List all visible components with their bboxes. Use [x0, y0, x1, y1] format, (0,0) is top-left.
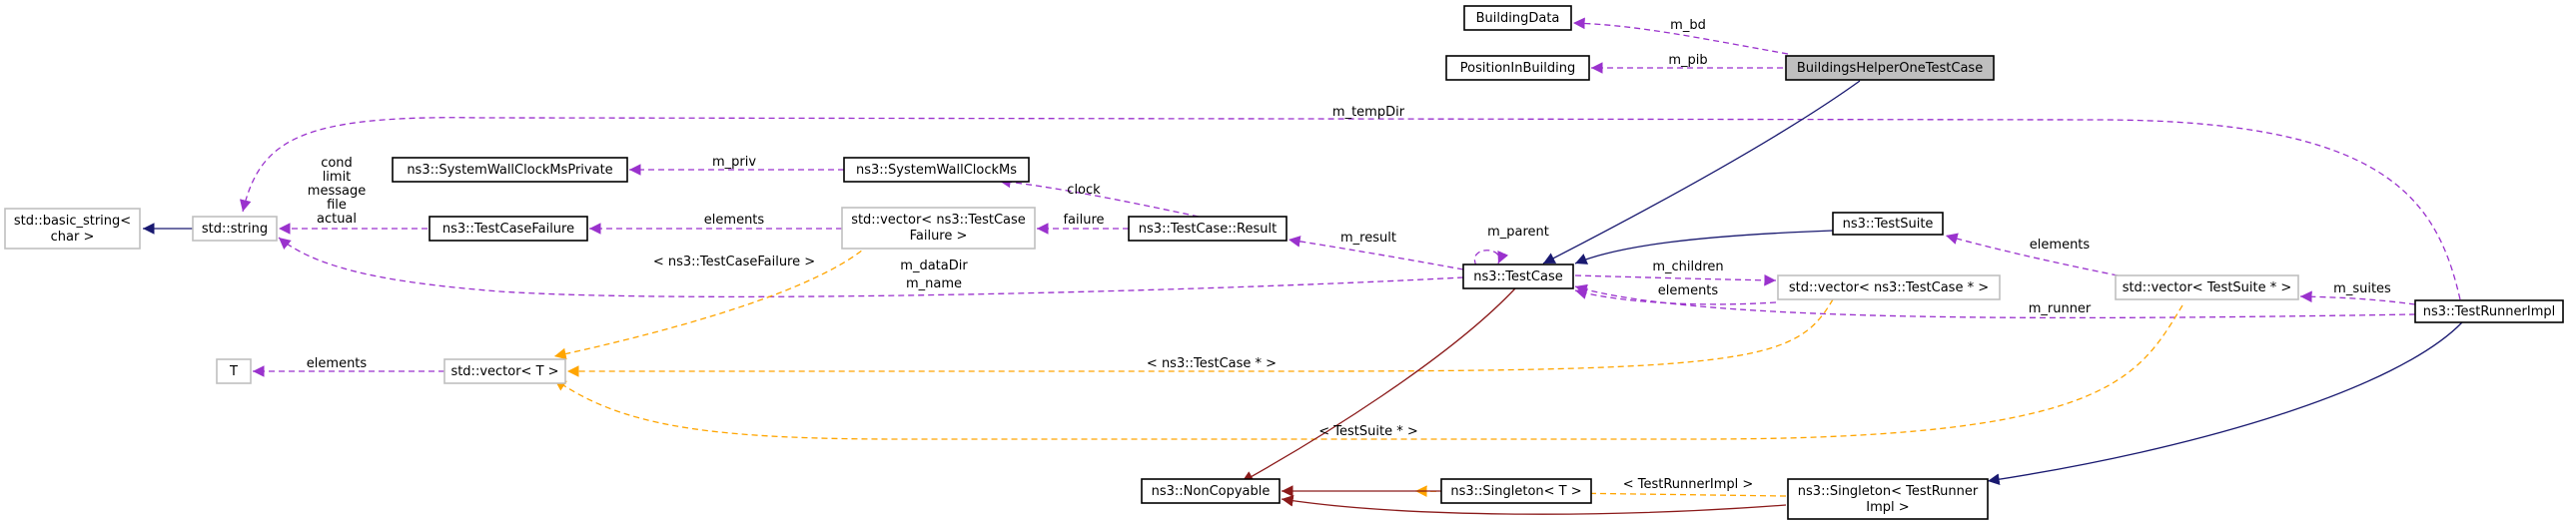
- edge-label-m-children: m_children: [1652, 260, 1723, 274]
- node-label: BuildingData: [1476, 11, 1560, 26]
- node-buildings-helper-one-test-case[interactable]: BuildingsHelperOneTestCase: [1785, 55, 1995, 81]
- node-label: PositionInBuilding: [1460, 61, 1575, 76]
- edge-label-string-member: limit: [323, 170, 352, 185]
- node-std-string[interactable]: std::string: [192, 216, 278, 242]
- edge-label-m-result: m_result: [1340, 231, 1396, 246]
- node-vector-test-case-failure[interactable]: std::vector< ns3::TestCase Failure >: [841, 207, 1036, 250]
- edge-label-m-runner: m_runner: [2029, 301, 2092, 316]
- node-singleton-t[interactable]: ns3::Singleton< T >: [1440, 478, 1592, 504]
- node-label: std::basic_string<: [14, 214, 131, 229]
- edge-m-bd: [1572, 17, 1789, 55]
- node-label: ns3::TestSuite: [1843, 217, 1934, 232]
- edge-labels: m_bd m_pib m_tempDir cond limit message …: [307, 18, 2391, 492]
- node-system-wall-clock-ms-private[interactable]: ns3::SystemWallClockMsPrivate: [392, 157, 628, 183]
- edge-m-result: [1288, 236, 1464, 270]
- edge-tmpl-test-case-failure: [553, 244, 870, 360]
- edge-label-string-member: message: [308, 184, 366, 199]
- edge-label-elements-failure: elements: [704, 213, 765, 228]
- node-label: ns3::Singleton< T >: [1450, 484, 1581, 499]
- node-vector-test-case-ptr[interactable]: std::vector< ns3::TestCase * >: [1777, 274, 2001, 300]
- edge-tmpl-test-runner-impl: [1414, 485, 1787, 498]
- node-test-case[interactable]: ns3::TestCase: [1462, 263, 1574, 289]
- edge-label-string-member: actual: [317, 212, 357, 227]
- edge-m-datadir-name: [278, 237, 1464, 298]
- node-system-wall-clock-ms[interactable]: ns3::SystemWallClockMs: [843, 157, 1030, 183]
- edge-label-elements-t: elements: [307, 356, 368, 371]
- node-building-data[interactable]: BuildingData: [1463, 5, 1572, 31]
- edge-label-failure: failure: [1063, 213, 1104, 228]
- nodes: BuildingData PositionInBuilding Building…: [4, 5, 2564, 520]
- node-vector-t[interactable]: std::vector< T >: [443, 358, 566, 384]
- edge-label-m-parent: m_parent: [1487, 225, 1549, 240]
- edge-m-suites: [2299, 290, 2416, 305]
- node-label: std::vector< T >: [450, 364, 558, 379]
- node-label: T: [229, 364, 238, 379]
- node-label: ns3::TestCaseFailure: [442, 222, 574, 237]
- edge-m-children: [1574, 273, 1777, 286]
- edge-inherit-test-suite: [1574, 230, 1834, 264]
- edge-label-m-datadir: m_dataDir: [900, 259, 968, 273]
- edge-inherit-buildings-helper: [1542, 80, 1861, 264]
- edge-label-tmpl-test-runner-impl: < TestRunnerImpl >: [1623, 477, 1754, 492]
- node-singleton-test-runner-impl[interactable]: ns3::Singleton< TestRunner Impl >: [1787, 478, 1989, 520]
- edge-clock: [998, 176, 1200, 218]
- edge-label-m-pib: m_pib: [1668, 53, 1707, 68]
- node-test-runner-impl[interactable]: ns3::TestRunnerImpl: [2414, 299, 2564, 323]
- node-label: ns3::SystemWallClockMsPrivate: [407, 163, 612, 178]
- edge-m-runner: [1574, 283, 2416, 319]
- node-non-copyable[interactable]: ns3::NonCopyable: [1141, 478, 1281, 504]
- node-test-case-result[interactable]: ns3::TestCase::Result: [1128, 216, 1288, 242]
- node-label: std::vector< ns3::TestCase * >: [1789, 280, 1989, 295]
- node-label: BuildingsHelperOneTestCase: [1797, 61, 1983, 76]
- edge-m-parent: [1473, 250, 1509, 266]
- edge-label-clock: clock: [1067, 183, 1101, 198]
- node-label: ns3::Singleton< TestRunner: [1798, 484, 1979, 499]
- edge-inherit-test-runner-impl: [1987, 321, 2463, 486]
- edge-label-m-tempdir: m_tempDir: [1332, 105, 1405, 120]
- edge-label-tmpl-test-suite-ptr: < TestSuite * >: [1318, 424, 1417, 439]
- edge-tmpl-test-suite-ptr: [553, 304, 2183, 440]
- edge-label-m-name: m_name: [906, 276, 962, 291]
- edge-m-tempdir: [240, 117, 2461, 300]
- node-label: ns3::TestCase: [1473, 269, 1562, 284]
- node-test-suite[interactable]: ns3::TestSuite: [1832, 212, 1944, 236]
- node-label: std::string: [202, 222, 268, 237]
- edge-label-tmpl-test-case-ptr: < ns3::TestCase * >: [1147, 356, 1277, 371]
- edge-private-singleton-runner: [1281, 494, 1787, 515]
- edge-tmpl-test-case-ptr: [567, 298, 1834, 377]
- edges: [143, 17, 2463, 515]
- edge-label-elements-case: elements: [1658, 283, 1719, 298]
- edge-label-m-priv: m_priv: [712, 155, 756, 170]
- node-label: Failure >: [910, 229, 968, 244]
- node-label: char >: [51, 230, 95, 245]
- node-basic-string[interactable]: std::basic_string< char >: [4, 208, 141, 250]
- node-label: std::vector< ns3::TestCase: [851, 213, 1026, 228]
- edge-label-m-suites: m_suites: [2333, 281, 2391, 296]
- edge-label-string-member: cond: [321, 156, 353, 171]
- node-test-case-failure[interactable]: ns3::TestCaseFailure: [429, 216, 588, 242]
- node-label: ns3::TestRunnerImpl: [2423, 304, 2556, 319]
- node-label: ns3::NonCopyable: [1152, 484, 1271, 499]
- node-label: std::vector< TestSuite * >: [2123, 280, 2292, 295]
- edge-label-elements-suite: elements: [2030, 238, 2091, 253]
- edge-elements-suite: [1945, 233, 2129, 278]
- edge-label-string-member: file: [327, 198, 347, 213]
- edge-label-m-bd: m_bd: [1670, 18, 1706, 33]
- edge-private-test-case: [1241, 287, 1516, 483]
- node-t[interactable]: T: [216, 358, 252, 384]
- node-label: ns3::TestCase::Result: [1139, 222, 1277, 237]
- node-position-in-building[interactable]: PositionInBuilding: [1445, 55, 1590, 81]
- node-label: Impl >: [1866, 500, 1909, 515]
- edge-label-tmpl-test-case-failure: < ns3::TestCaseFailure >: [653, 255, 815, 269]
- node-vector-test-suite-ptr[interactable]: std::vector< TestSuite * >: [2115, 274, 2299, 300]
- node-label: ns3::SystemWallClockMs: [856, 163, 1017, 178]
